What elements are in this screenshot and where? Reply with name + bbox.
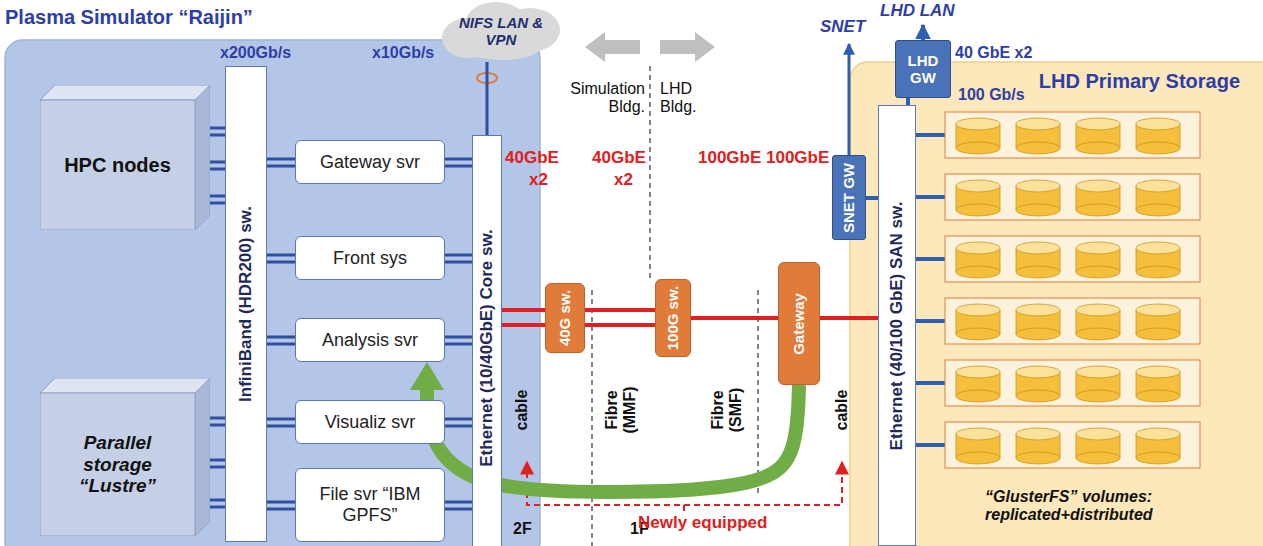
parallel-link bbox=[267, 425, 295, 428]
switch-box: Ethernet (40/100 GbE) SAN sw. bbox=[878, 105, 916, 546]
network-link bbox=[445, 158, 472, 161]
hpc-cube: HPC nodes bbox=[40, 85, 210, 230]
parallel-link bbox=[210, 466, 225, 469]
uplink-arrow bbox=[921, 25, 925, 40]
link-label: 40GbE bbox=[505, 148, 559, 168]
parallel-link bbox=[445, 261, 472, 264]
node-label: Visualiz svr bbox=[325, 412, 416, 433]
switch-box: Ethernet (10/40GbE) Core sw. bbox=[472, 135, 502, 546]
link-label: x2 bbox=[614, 170, 633, 190]
node-label: LHD GW bbox=[902, 52, 944, 87]
bandwidth-label: 100 Gb/s bbox=[958, 86, 1025, 104]
floor-label: 2F bbox=[513, 520, 532, 538]
switch-box: 40G sw. bbox=[545, 283, 585, 353]
medium-label: cable bbox=[513, 390, 531, 431]
network-link bbox=[267, 254, 295, 257]
network-link bbox=[585, 308, 655, 312]
server-box: Gateway svr bbox=[295, 140, 445, 184]
building-arrow bbox=[660, 32, 715, 62]
storage-panel: LHD Primary StorageEthernet (40/100 GbE)… bbox=[850, 62, 1263, 546]
network-link bbox=[267, 158, 295, 161]
node-label: NIFS LAN & VPN bbox=[451, 14, 551, 49]
node-label: Ethernet (10/40GbE) Core sw. bbox=[477, 229, 497, 466]
node-label: File svr “IBM GPFS” bbox=[313, 484, 428, 525]
network-link bbox=[486, 62, 489, 135]
uplink-arrow bbox=[848, 44, 851, 155]
node-label: Analysis svr bbox=[322, 330, 418, 351]
bandwidth-label: x200Gb/s bbox=[220, 44, 291, 62]
link-label: 40GbE bbox=[592, 148, 646, 168]
parallel-link bbox=[445, 508, 472, 511]
switch-box: 100G sw. bbox=[655, 279, 691, 357]
building-label: LHD Bldg. bbox=[660, 80, 710, 117]
medium-label: Fibre (MMF) bbox=[603, 379, 640, 441]
gateway-box: LHD GW bbox=[895, 40, 951, 98]
network-link bbox=[502, 308, 545, 312]
link-label: 100GbE bbox=[698, 148, 761, 168]
parallel-link bbox=[502, 323, 545, 327]
parallel-link bbox=[267, 343, 295, 346]
node-label: InfiniBand (HDR200) sw. bbox=[236, 206, 256, 402]
node-label: Front sys bbox=[333, 248, 407, 269]
node-label: Ethernet (40/100 GbE) SAN sw. bbox=[887, 201, 907, 450]
network-link bbox=[445, 418, 472, 421]
network-link bbox=[267, 501, 295, 504]
node-label: 100G sw. bbox=[664, 286, 681, 350]
network-link bbox=[210, 459, 225, 462]
network-link bbox=[691, 316, 778, 320]
network-link bbox=[445, 501, 472, 504]
server-box: Front sys bbox=[295, 236, 445, 280]
network-link bbox=[210, 161, 225, 164]
boundary-lines bbox=[592, 66, 758, 546]
node-label: 40G sw. bbox=[556, 290, 573, 346]
network-link bbox=[267, 418, 295, 421]
switch-box: InfiniBand (HDR200) sw. bbox=[225, 66, 267, 542]
server-box: File svr “IBM GPFS” bbox=[295, 468, 445, 542]
parallel-link bbox=[585, 323, 655, 327]
building-arrow bbox=[585, 32, 640, 62]
bandwidth-label: 40 GbE x2 bbox=[955, 44, 1032, 62]
server-box: Visualiz svr bbox=[295, 400, 445, 444]
network-link bbox=[445, 336, 472, 339]
server-box: Analysis svr bbox=[295, 318, 445, 362]
node-label: HPC nodes bbox=[64, 154, 171, 177]
network-link bbox=[267, 336, 295, 339]
node-label: Parallel storage “Lustre” bbox=[63, 432, 173, 498]
storage-panel-ground bbox=[850, 62, 1263, 546]
bandwidth-label: x10Gb/s bbox=[372, 44, 434, 62]
network-link bbox=[906, 98, 910, 105]
storage-rows bbox=[916, 112, 1200, 468]
parallel-link bbox=[445, 165, 472, 168]
system-panel: Plasma Simulator “Raijin”HPC nodesParall… bbox=[5, 40, 540, 546]
node-label: SNET GW bbox=[840, 163, 857, 233]
parallel-link bbox=[445, 425, 472, 428]
network-link bbox=[866, 196, 878, 200]
cube-links bbox=[210, 128, 225, 507]
link-label: x2 bbox=[529, 170, 548, 190]
parallel-link bbox=[267, 165, 295, 168]
volume-note: “GlusterFS” volumes: replicated+distribu… bbox=[985, 488, 1225, 525]
network-link bbox=[445, 254, 472, 257]
note-label: Newly equipped bbox=[638, 513, 767, 533]
network-label: SNET bbox=[820, 17, 865, 37]
link-label: 100GbE bbox=[766, 148, 829, 168]
parallel-link bbox=[210, 168, 225, 171]
node-label: Gateway svr bbox=[320, 152, 420, 173]
medium-label: Fibre (SMF) bbox=[709, 379, 746, 441]
panel-title: Plasma Simulator “Raijin” bbox=[5, 6, 253, 29]
parallel-link bbox=[267, 261, 295, 264]
gateway-box: Gateway bbox=[778, 262, 820, 385]
building-label: Simulation Bldg. bbox=[558, 80, 645, 117]
network-cloud: NIFS LAN & VPN bbox=[440, 0, 562, 62]
parallel-link bbox=[445, 343, 472, 346]
network-link bbox=[820, 316, 878, 320]
network-label: LHD LAN bbox=[880, 1, 955, 21]
bracket-stub bbox=[683, 505, 685, 511]
parallel-link bbox=[267, 508, 295, 511]
medium-label: cable bbox=[833, 390, 851, 431]
panel-title: LHD Primary Storage bbox=[1039, 70, 1240, 93]
gateway-box: SNET GW bbox=[832, 155, 866, 240]
node-label: Gateway bbox=[790, 293, 807, 355]
storage-cube: Parallel storage “Lustre” bbox=[40, 378, 210, 536]
